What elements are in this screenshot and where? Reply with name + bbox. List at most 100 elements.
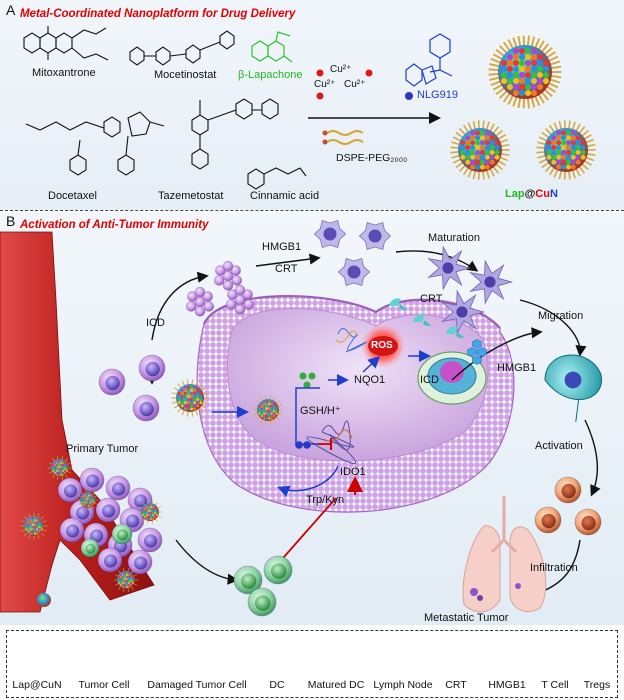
tumor-cell-cross-section [196,294,515,513]
panel-a-letter: A [6,2,16,18]
label-metastatic-tumor: Metastatic Tumor [424,612,509,624]
nanoparticle-a2 [450,120,510,180]
panel-b-letter: B [6,213,16,229]
nanoparticle-a3 [536,120,596,180]
label-migration: Migration [538,310,584,322]
panel-b-cells [98,219,602,617]
crt-mid-2 [413,314,431,326]
dendritic-cell-3 [337,257,371,287]
label-maturation: Maturation [428,232,480,244]
drug-label-mitoxantrone: Mitoxantrone [32,67,96,79]
cinnamic-acid-structure [247,167,307,190]
tumor-cluster-cell-1 [79,467,105,493]
metastatic-lung [462,496,547,613]
tumor-cluster-cell-7 [137,527,163,553]
tumor-cluster-cell-5 [95,497,121,523]
label-nqo1: NQO1 [354,374,386,386]
panel-separator [0,210,624,211]
copper-label-1: Cu²⁺ [330,64,352,75]
matured-dc-3 [441,289,486,335]
tumor-nanoparticle-4 [77,489,99,511]
nlg919-structure [405,33,453,87]
copper-label-3: Cu²⁺ [344,79,366,90]
panel-a-title: Metal-Coordinated Nanoplatform for Drug … [20,8,296,20]
beta-lapachone-structure [251,31,293,63]
tumor-nanoparticle-1 [47,456,73,480]
dendritic-cell-1 [313,219,347,249]
legend-label-tregs: Tregs [583,679,611,691]
dendritic-cell-2 [358,221,392,251]
legend-label-damaged-tumor-cell: Damaged Tumor Cell [147,679,247,691]
treg-1 [233,565,263,595]
released-drugs [295,372,316,449]
tumor-nanoparticle-0 [20,512,48,540]
label-trp-kyn: Trp/Kyn [306,494,345,506]
nqo1-protein [335,328,367,353]
nanoparticle-in-cell [171,379,283,425]
label-crt-top: CRT [275,263,298,275]
tumor-cluster-cell-11 [127,549,153,575]
label-hmgb1-top: HMGB1 [262,241,302,253]
tumor-cell-2 [138,354,166,382]
tazemetostat-structure [191,98,279,170]
legend-label-t-cell: T Cell [541,679,569,691]
vessel-nanoparticle [37,593,51,607]
legend-label-tumor-cell: Tumor Cell [78,679,130,691]
mitoxantrone-structure [23,26,109,61]
matured-dc-2 [469,259,514,305]
mocetinostat-structure [129,30,235,66]
tumor-cell-3 [132,394,160,422]
damaged-tumor-cell-2 [185,286,215,317]
legend-label-dc: DC [269,679,285,691]
t-cell-3 [574,508,602,536]
tumor-nanoparticle-2 [137,500,163,524]
hmgb1-mid-cluster [467,339,487,365]
treg-2 [263,555,293,585]
nanoparticle-cell [253,395,283,425]
lymph-node [544,354,602,423]
product-label-lap-cun: Lap@CuN [505,188,558,200]
label-crt-mid: CRT [420,293,443,305]
damaged-tumor-cell-3 [225,284,255,315]
tumor-cluster-cell-2 [105,475,131,501]
nlg919-dot [405,92,413,100]
label-hmgb1-mid: HMGB1 [497,362,537,374]
legend-label-matured-dc: Matured DC [307,679,365,691]
legend-label-hmgb1: HMGB1 [488,679,526,691]
crt-mid-1 [389,298,407,310]
crt-mid-3 [446,326,464,338]
primary-tumor-cluster [20,456,163,607]
panel-a-background [0,0,624,210]
drug-label-mocetinostat: Mocetinostat [154,69,217,81]
lap-cun-nanoparticles [450,35,596,180]
label-activation: Activation [535,440,583,452]
label-icd-left: ICD [146,317,165,329]
label-icd-mid: ICD [420,374,439,386]
label-ros: ROS [371,340,393,351]
legend-label-lymph-node: Lymph Node [373,679,433,691]
panel-b-title: Activation of Anti-Tumor Immunity [20,219,209,231]
nanoparticle-a1 [488,35,562,109]
docetaxel-structure [25,111,165,176]
tumor-nanoparticle-3 [113,568,139,592]
drug-label-tazemetostat: Tazemetostat [158,190,224,202]
nlg919-label: NLG919 [417,89,458,101]
legend-label-lap-cun: Lap@CuN [12,679,62,691]
legend-label-crt: CRT [445,679,467,691]
drug-label-docetaxel: Docetaxel [48,190,97,202]
dspe-peg-label: DSPE-PEG₂₀₀₀ [336,152,408,164]
copper-label-2: Cu²⁺ [314,79,336,90]
t-cell-1 [554,476,582,504]
tumor-cluster-cell-10 [59,517,85,543]
label-ido1: IDO1 [340,466,366,478]
tumor-cluster-treg-1 [111,523,133,545]
treg-3 [247,587,277,617]
t-cell-2 [534,506,562,534]
tumor-cluster-treg-2 [80,538,100,558]
legend-box: Lap@CuN Tumor Cell Damaged Tumor Cell DC… [6,630,618,698]
label-primary-tumor: Primary Tumor [66,443,139,455]
label-gsh: GSH/H⁺ [300,405,341,417]
tumor-cluster-cell-0 [57,477,83,503]
label-infiltration: Infiltration [530,562,578,574]
